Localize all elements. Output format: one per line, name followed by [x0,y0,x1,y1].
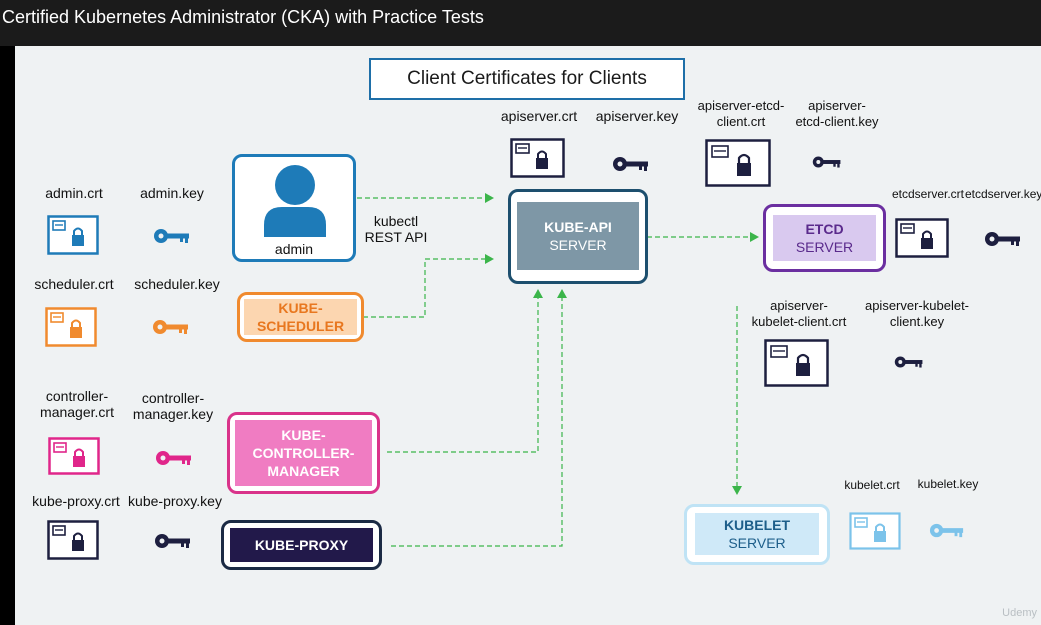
arrow-head-kubelet [732,486,742,495]
admin-key-label: admin.key [140,185,204,201]
admin-node: admin [232,154,356,262]
apiserver-etcd-client-crt-icon [705,139,771,187]
window-title: Certified Kubernetes Administrator (CKA)… [2,7,484,27]
apiserver-etcd-client-key-icon [812,156,841,168]
apiserver-etcd-client-crt-label: apiserver-etcd- client.crt [697,98,785,129]
kube-proxy-key-icon [155,534,190,548]
scheduler-key-icon [153,320,188,334]
kube-proxy-crt-label: kube-proxy.crt [32,493,120,509]
slide-title-box: Client Certificates for Clients [369,58,685,100]
window-title-bar: Certified Kubernetes Administrator (CKA)… [0,0,1041,46]
kubelet-crt-label: kubelet.crt [844,478,900,492]
scheduler-to-api-line [363,258,485,318]
kube-proxy-crt-icon [47,520,99,560]
kubelet-server-node: KUBELET SERVER [684,504,830,565]
kube-api-server-node: KUBE-API SERVER [508,189,648,284]
apiserver-kubelet-client-crt-icon [764,339,829,387]
controller-manager-crt-icon [48,437,100,475]
kube-scheduler-label: KUBE- SCHEDULER [244,299,357,335]
kube-proxy-node: KUBE-PROXY [221,520,382,570]
apiserver-key-icon [613,157,648,171]
kube-api-title: KUBE-API [544,219,612,235]
etcdserver-crt-label: etcdserver.crt [891,187,965,201]
apiserver-kubelet-client-key-label: apiserver-kubelet- client.key [864,298,970,329]
kubectl-rest-api-label: kubectl REST API [364,213,428,245]
etcd-subtitle: SERVER [795,239,854,255]
kube-proxy-key-label: kube-proxy.key [128,493,222,509]
admin-crt-icon [47,215,99,255]
kubelet-subtitle: SERVER [728,535,786,551]
connection-lines [357,193,759,547]
apiserver-crt-icon [510,138,565,178]
kubelet-key-icon [929,523,964,538]
admin-crt-label: admin.crt [45,185,103,201]
admin-label: admin [274,241,314,257]
etcd-title: ETCD [805,221,844,237]
controller-manager-key-label: controller- manager.key [132,390,214,422]
etcd-server-inner: ETCD SERVER [773,215,876,261]
kube-proxy-label: KUBE-PROXY [230,528,373,562]
arrow-head-admin [485,193,494,203]
arrow-head-scheduler [485,254,494,264]
etcd-server-node: ETCD SERVER [763,204,886,272]
kube-controller-manager-label: KUBE- CONTROLLER- MANAGER [235,420,372,486]
slide-title: Client Certificates for Clients [407,68,647,89]
scheduler-crt-label: scheduler.crt [34,276,114,292]
slide-canvas: Client Certificates for Clients admin ku… [15,46,1041,625]
proxy-to-api-line [391,298,563,547]
scheduler-key-label: scheduler.key [134,276,220,292]
kubelet-title: KUBELET [723,517,791,533]
kubelet-server-inner: KUBELET SERVER [695,513,819,555]
arrow-head-controller [533,289,543,298]
admin-key-icon [154,229,189,243]
user-icon [264,165,326,237]
udemy-watermark: Udemy [1002,607,1037,619]
apiserver-etcd-client-key-label: apiserver- etcd-client.key [795,98,879,129]
kubelet-key-label: kubelet.key [917,477,979,491]
arrow-head-proxy [557,289,567,298]
etcdserver-crt-icon [895,218,949,258]
controller-manager-key-icon [156,451,191,465]
arrow-head-etcd [750,232,759,242]
kube-api-server-inner: KUBE-API SERVER [517,202,639,270]
apiserver-kubelet-client-key-icon [894,356,923,368]
apiserver-crt-label: apiserver.crt [500,108,578,124]
kube-api-subtitle: SERVER [549,237,607,253]
kube-controller-manager-node: KUBE- CONTROLLER- MANAGER [227,412,380,494]
etcdserver-key-icon [985,232,1020,246]
kube-scheduler-node: KUBE- SCHEDULER [237,292,364,342]
controller-manager-crt-label: controller- manager.crt [40,388,114,420]
apiserver-key-label: apiserver.key [595,108,679,124]
controller-to-api-line [387,298,539,453]
scheduler-crt-icon [45,307,97,347]
kubelet-crt-icon [849,512,901,550]
apiserver-kubelet-client-crt-label: apiserver- kubelet-client.crt [751,298,847,329]
etcdserver-key-label: etcdserver.key [965,187,1041,201]
